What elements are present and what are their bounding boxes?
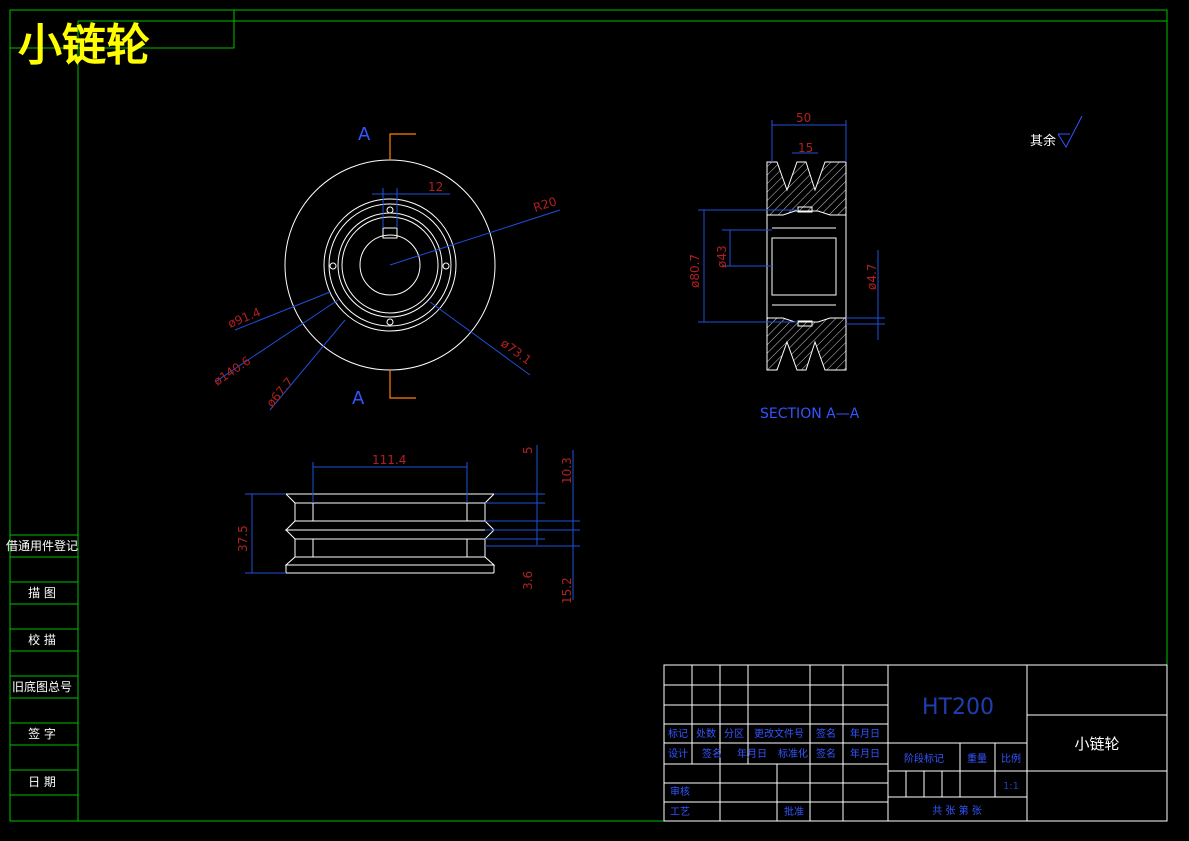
dim-37-5: 37.5	[236, 525, 250, 552]
section-dim-lines	[698, 120, 885, 340]
dim-d67-7: ø67.7	[264, 375, 297, 410]
review-label: 审核	[670, 785, 690, 798]
part-name-label: 小链轮	[1074, 735, 1119, 753]
hdr-zone: 分区	[724, 728, 744, 740]
dim-d43: ø43	[715, 245, 729, 268]
material-label: HT200	[922, 695, 994, 720]
dim-r20: R20	[532, 194, 559, 215]
roughness-text: 其余	[1030, 133, 1056, 149]
roughness-symbol	[1057, 115, 1083, 149]
bore-circle	[359, 234, 421, 296]
side-groove-2	[284, 529, 496, 566]
std-sign: 签名	[816, 747, 836, 760]
dim-15-2: 15.2	[560, 577, 574, 604]
drawing-title: 小链轮	[18, 20, 150, 71]
hdr-mark: 标记	[668, 728, 688, 740]
dim-d4-7: ø4.7	[865, 264, 879, 290]
strip-label-1: 借通用件登记	[6, 538, 78, 553]
hdr-count: 处数	[696, 727, 716, 740]
side-dim-lines	[245, 445, 580, 600]
left-strip-labels: 借通用件登记 描 图 校 描 旧底图总号 签 字 日 期	[6, 538, 78, 789]
section-view: 50 15 ø80.7 ø43 ø4.7 SECTION A—A	[688, 111, 885, 422]
scale-value: 1:1	[1003, 781, 1019, 792]
dim-d91-4: ø91.4	[226, 305, 263, 331]
bolt-hole-top	[386, 206, 394, 214]
dim-111-4: 111.4	[372, 453, 406, 467]
process-label: 工艺	[670, 806, 690, 818]
hdr-date: 年月日	[850, 727, 880, 740]
dim-d73-1: ø73.1	[498, 336, 534, 367]
strip-label-4: 旧底图总号	[12, 679, 72, 694]
dim-15: 15	[798, 141, 813, 155]
front-view: A A 12 R20 ø91.4 ø140.6 ø67.7 ø73.1	[211, 124, 561, 411]
side-groove-1	[284, 493, 496, 531]
design-label: 设计	[668, 747, 688, 760]
std-label: 标准化	[778, 747, 808, 760]
section-cut-marks	[389, 133, 416, 399]
std-date: 年月日	[850, 747, 880, 760]
hdr-sign: 签名	[816, 727, 836, 740]
hdr-change-doc: 更改文件号	[754, 727, 804, 740]
sheet-info: 共 张 第 张	[932, 804, 982, 817]
section-hatched-body	[766, 161, 847, 371]
roughness-note: 其余	[1030, 115, 1083, 149]
design-date: 年月日	[737, 747, 767, 760]
hub-circle-1	[323, 198, 457, 332]
outer-border	[9, 9, 1168, 822]
strip-label-2: 描 图	[28, 586, 56, 600]
front-dim-lines	[214, 188, 561, 411]
section-caption: SECTION A—A	[760, 406, 860, 422]
section-marker-top: A	[358, 124, 371, 145]
hub-circle-4	[341, 216, 439, 314]
bolt-hole-bottom	[386, 318, 394, 326]
hub-circle-2	[328, 203, 452, 327]
side-view: 111.4 37.5 5 10.3 3.6 15.2	[236, 445, 580, 604]
section-marker-bottom: A	[352, 388, 365, 409]
dim-3-6: 3.6	[521, 571, 535, 590]
dim-10-3: 10.3	[560, 457, 574, 484]
strip-label-6: 日 期	[28, 775, 56, 789]
drawing-frame	[9, 9, 1168, 822]
left-strip	[10, 534, 78, 796]
scale-label: 比例	[1001, 752, 1021, 765]
keyway	[382, 227, 398, 239]
bolt-hole-right	[442, 262, 450, 270]
strip-label-3: 校 描	[28, 632, 56, 647]
weight-label: 重量	[967, 752, 987, 765]
dim-5: 5	[521, 446, 535, 454]
bore-section	[771, 237, 837, 296]
title-corner-box	[9, 9, 235, 49]
dim-d80-7: ø80.7	[688, 254, 702, 288]
approve-label: 批准	[784, 805, 804, 818]
strip-label-5: 签 字	[28, 726, 56, 741]
dim-50: 50	[796, 111, 811, 125]
dim-12: 12	[428, 180, 443, 194]
design-sign: 签名	[702, 747, 722, 760]
bolt-hole-left	[329, 262, 337, 270]
title-block: HT200 小链轮 标记 处数 分区 更改文件号 签名 年月日 设计 签名 年月…	[663, 664, 1168, 822]
dim-d140-6: ø140.6	[211, 354, 253, 389]
stage-mark-label: 阶段标记	[904, 752, 944, 765]
